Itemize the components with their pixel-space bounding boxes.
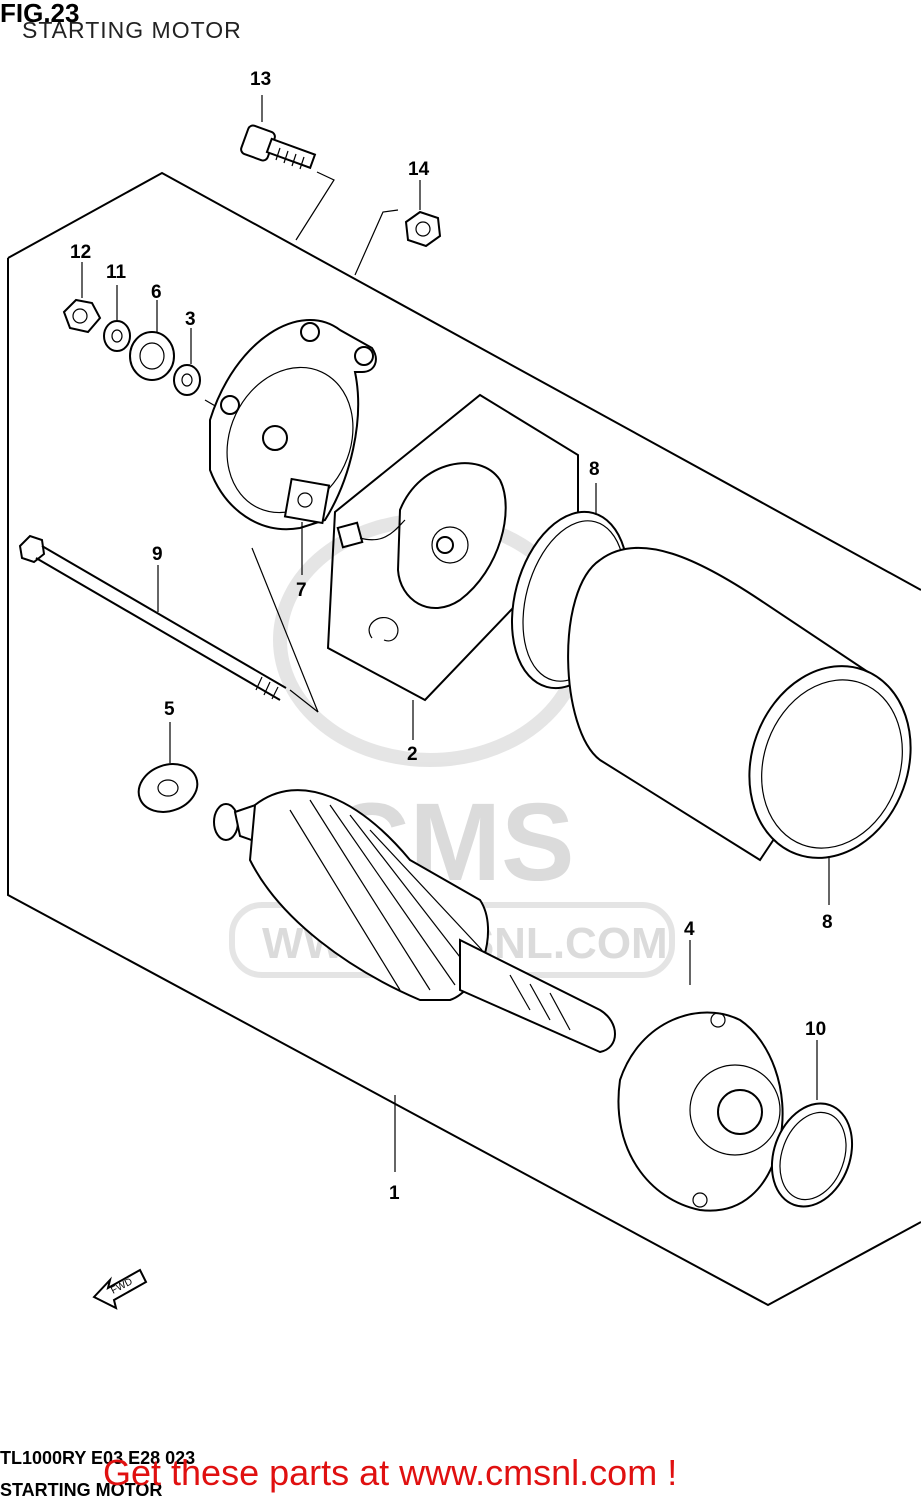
bolt-13: [240, 124, 317, 170]
callout-8-top: 8: [589, 459, 600, 480]
callout-13: 13: [250, 69, 271, 90]
callout-3: 3: [185, 309, 196, 330]
nut-14: [404, 210, 442, 248]
footer-subtitle: STARTING MOTOR: [0, 1480, 163, 1500]
assembly-frame: [7, 171, 921, 591]
assembly-frame-lower: [7, 258, 921, 1307]
callout-7: 7: [296, 580, 307, 601]
callout-5: 5: [164, 699, 175, 720]
callout-11: 11: [106, 262, 127, 283]
end-cover: [209, 319, 377, 531]
washer-5: [137, 763, 199, 813]
through-bolt-9: [18, 534, 287, 701]
yoke: [567, 546, 912, 862]
parts-link[interactable]: Get these parts at www.cmsnl.com !: [103, 1452, 678, 1493]
o-ring-10: [770, 1102, 854, 1208]
callout-1: 1: [389, 1183, 400, 1204]
bearing-6: [129, 331, 175, 381]
callout-2: 2: [407, 744, 418, 765]
washer-3: [173, 364, 201, 396]
washer-11: [103, 320, 131, 352]
front-cover-4: [617, 1011, 784, 1212]
brush-holder-2: [336, 462, 507, 642]
forward-arrow-icon: FWD: [92, 1268, 148, 1310]
armature: [213, 789, 616, 1054]
nut-12: [62, 298, 102, 334]
callout-6: 6: [151, 282, 162, 303]
callout-12: 12: [70, 242, 91, 263]
callout-14: 14: [408, 159, 430, 180]
callout-8-bottom: 8: [822, 912, 833, 933]
figure-subtitle: STARTING MOTOR: [22, 17, 242, 43]
callout-10: 10: [805, 1019, 826, 1040]
figure-label: FIG.23: [0, 0, 80, 28]
callout-9: 9: [152, 544, 163, 565]
model-code: TL1000RY E03 E28 023: [0, 1448, 196, 1468]
callout-4: 4: [684, 919, 695, 940]
